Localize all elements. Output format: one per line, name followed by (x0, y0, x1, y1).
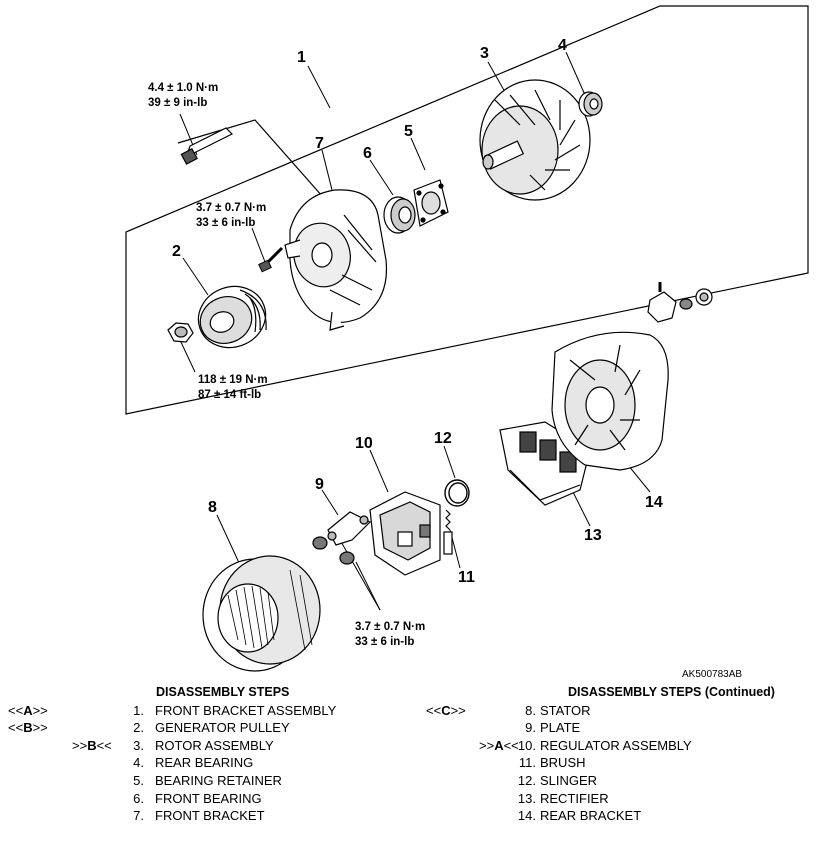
step-number: 5. (133, 772, 144, 788)
torque-plate-metric: 3.7 ± 0.7 N·m (355, 621, 425, 633)
step-label: GENERATOR PULLEY (155, 720, 290, 736)
bearing-retainer (413, 179, 449, 227)
step-label: BEARING RETAINER (155, 772, 282, 788)
pulley-nut (167, 322, 194, 343)
step-item: 12.SLINGER (400, 772, 829, 790)
step-number: 14. (517, 808, 536, 824)
step-item: <<B>> 2. GENERATOR PULLEY (0, 719, 400, 737)
disassembly-steps-left: DISASSEMBLY STEPS <<A>> 1. FRONT BRACKET A… (0, 684, 400, 825)
bracket-screw (258, 246, 284, 273)
step-marker: <<C>> (426, 702, 466, 718)
step-item: >>B<< 3. ROTOR ASSEMBLY (0, 737, 400, 755)
step-marker: >>A<< (479, 737, 519, 753)
torque-top-metric: 4.4 ± 1.0 N·m (148, 82, 218, 94)
image-code: AK500783AB (682, 669, 742, 680)
part-number: 8 (208, 499, 217, 516)
torque-nut-imperial: 87 ± 14 ft-lb (198, 389, 261, 401)
part-number: 3 (480, 45, 489, 62)
step-label: FRONT BRACKET (155, 808, 265, 824)
step-number: 1. (133, 702, 144, 718)
step-label: PLATE (540, 720, 581, 736)
part-number: 2 (172, 243, 181, 260)
step-number: 8. (525, 702, 536, 718)
step-item: <<A>> 1. FRONT BRACKET ASSEMBLY (0, 702, 400, 720)
part-number: 6 (363, 145, 372, 162)
step-number: 4. (133, 755, 144, 771)
step-item: 11.BRUSH (400, 754, 829, 772)
part-number: 7 (315, 135, 324, 152)
step-item: 5. BEARING RETAINER (0, 772, 400, 790)
part-number: 10 (355, 435, 373, 452)
generator-pulley (197, 285, 267, 349)
part-number: 13 (584, 527, 602, 544)
step-item: 9.PLATE (400, 719, 829, 737)
torque-specs: 4.4 ± 1.0 N·m 39 ± 9 in-lb 3.7 ± 0.7 N·m… (148, 82, 425, 648)
step-number: 6. (133, 790, 144, 806)
step-label: STATOR (540, 702, 591, 718)
step-number: 7. (133, 808, 144, 824)
step-item: 13.RECTIFIER (400, 790, 829, 808)
part-number: 4 (558, 37, 567, 54)
step-item: 6. FRONT BEARING (0, 790, 400, 808)
step-number: 3. (133, 737, 144, 753)
leader-lines (179, 51, 651, 611)
step-number: 12. (517, 772, 536, 788)
step-number: 11. (518, 755, 536, 771)
step-label: BRUSH (540, 755, 586, 771)
step-item: 4. REAR BEARING (0, 754, 400, 772)
step-label: REGULATOR ASSEMBLY (540, 737, 692, 753)
step-marker: >>B<< (72, 737, 112, 753)
step-marker: <<A>> (8, 702, 48, 718)
step-label: RECTIFIER (540, 790, 609, 806)
part-number: 1 (297, 49, 306, 66)
assembly-inner-line (177, 119, 331, 206)
torque-mid-imperial: 33 ± 6 in-lb (196, 217, 255, 229)
step-number: 9. (525, 720, 536, 736)
slinger (444, 479, 470, 507)
through-bolt (180, 127, 234, 165)
terminal-bolt (647, 282, 713, 323)
assembly-boundary (125, 5, 809, 415)
disassembly-steps-right: DISASSEMBLY STEPS (Continued) <<C>> 8.STA… (400, 684, 829, 825)
step-number: 13. (517, 790, 536, 806)
front-bearing (383, 196, 416, 234)
torque-top-imperial: 39 ± 9 in-lb (148, 97, 207, 109)
rear-bracket (551, 331, 669, 471)
torque-nut-metric: 118 ± 19 N·m (198, 374, 268, 386)
step-label: FRONT BRACKET ASSEMBLY (155, 702, 337, 718)
step-marker: <<B>> (8, 720, 48, 736)
step-label: ROTOR ASSEMBLY (155, 737, 274, 753)
step-number: 10. (517, 737, 536, 753)
part-number: 12 (434, 430, 452, 447)
rear-bearing (578, 91, 603, 117)
step-label: REAR BRACKET (540, 808, 642, 824)
step-number: 2. (133, 720, 144, 736)
part-number: 5 (404, 123, 413, 140)
stator (202, 555, 321, 672)
part-number-labels: 1 2 3 4 5 6 7 8 9 10 11 12 13 14 (172, 37, 663, 586)
steps-heading: DISASSEMBLY STEPS (Continued) (568, 685, 775, 699)
torque-mid-metric: 3.7 ± 0.7 N·m (196, 202, 266, 214)
step-item: <<C>> 8.STATOR (400, 702, 829, 720)
regulator-assembly (369, 491, 441, 576)
front-bracket (284, 189, 388, 331)
step-label: REAR BEARING (155, 755, 254, 771)
brush (443, 509, 453, 555)
part-number: 14 (645, 494, 663, 511)
steps-heading: DISASSEMBLY STEPS (156, 685, 290, 699)
part-number: 9 (315, 476, 324, 493)
torque-plate-imperial: 33 ± 6 in-lb (355, 636, 414, 648)
part-number: 11 (458, 569, 475, 586)
step-label: FRONT BEARING (155, 790, 262, 806)
step-item: 14.REAR BRACKET (400, 807, 829, 825)
step-item: 7. FRONT BRACKET (0, 807, 400, 825)
plate (312, 511, 372, 565)
rotor-assembly (479, 79, 591, 201)
step-label: SLINGER (540, 772, 598, 788)
step-item: >>A<<10.REGULATOR ASSEMBLY (400, 737, 829, 755)
